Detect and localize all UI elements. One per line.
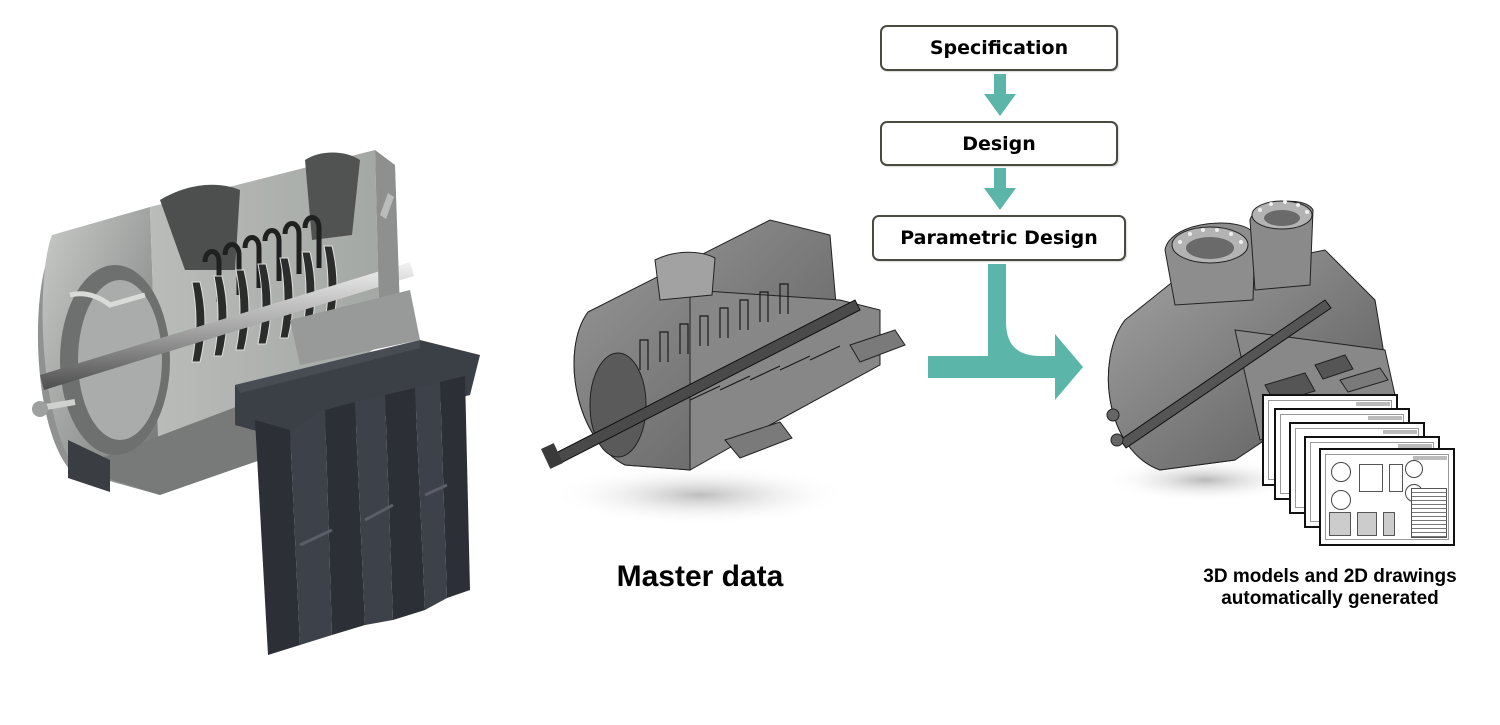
step-design: Design (880, 121, 1118, 166)
arrow-down-icon (984, 74, 1016, 116)
step-specification-label: Specification (929, 37, 1069, 59)
compressor-render-colored-icon (32, 150, 480, 655)
drawing-sheet (1319, 448, 1455, 546)
output-caption-line1: 3D models and 2D drawings (1203, 566, 1457, 587)
arrow-down-icon (984, 168, 1016, 210)
step-specification: Specification (880, 25, 1118, 71)
drawing-sheets-stack-icon (1262, 390, 1462, 550)
compressor-render-grayscale-icon (541, 219, 906, 525)
step-parametric-design-label: Parametric Design (900, 227, 1098, 249)
merge-arrow-right-icon (928, 264, 1083, 400)
compressor-render-grayscale-variant-icon (1105, 200, 1396, 502)
master-data-caption: Master data (616, 560, 784, 593)
output-caption-line2: automatically generated (1221, 588, 1439, 609)
output-caption: 3D models and 2D drawings automatically … (1175, 566, 1485, 610)
step-parametric-design: Parametric Design (872, 215, 1126, 261)
step-design-label: Design (962, 132, 1036, 155)
